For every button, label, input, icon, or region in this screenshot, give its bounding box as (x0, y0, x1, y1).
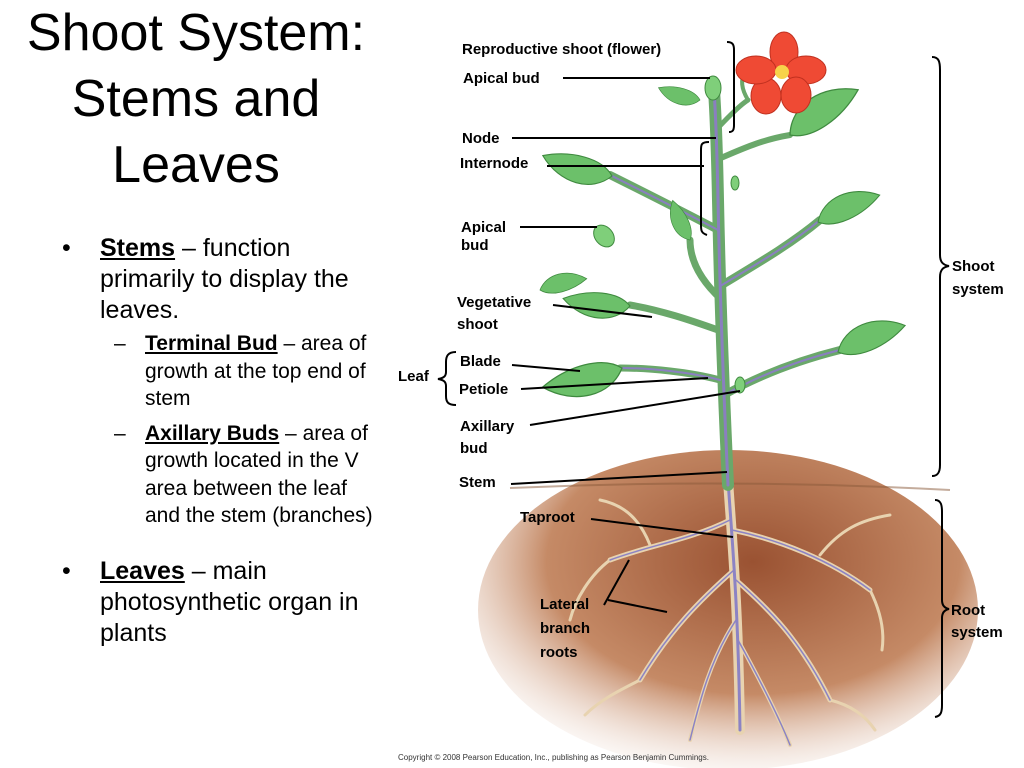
sub-bullet-list: Terminal Bud – area of growth at the top… (100, 330, 380, 530)
label-shoot-system: Shoot system (952, 258, 1004, 298)
brackets (437, 41, 950, 718)
label-lateral-roots-line2: branch (540, 620, 590, 637)
label-root-system: Root system (951, 602, 1003, 641)
label-shoot-system-line2: system (952, 281, 1004, 298)
label-blade: Blade (460, 353, 501, 370)
label-apical-bud-top: Apical bud (463, 70, 540, 87)
term-stems: Stems (100, 234, 176, 262)
root-system-drawing (568, 475, 892, 747)
soil (478, 450, 978, 768)
label-lateral-roots-line1: Lateral (540, 596, 589, 613)
buds-drawing (593, 75, 746, 394)
axillary-buds-definition: – area of growth located in the V area b… (145, 421, 373, 528)
plant-diagram: Reproductive shoot (flower) Apical bud N… (398, 31, 1004, 768)
slide-title: Shoot System: Stems and Leaves (0, 0, 392, 198)
sub-bullet-terminal-bud: Terminal Bud – area of growth at the top… (100, 330, 380, 413)
bullet-stems: Stems – function primarily to display th… (60, 233, 380, 530)
label-axillary-bud-line2: bud (460, 440, 488, 457)
label-taproot: Taproot (520, 509, 575, 526)
label-node: Node (462, 130, 500, 147)
label-axillary-bud-line1: Axillary (460, 418, 515, 435)
term-terminal-bud: Terminal Bud (145, 332, 278, 355)
label-vegetative-shoot-line1: Vegetative (457, 294, 531, 311)
leader-lines (510, 77, 741, 613)
label-petiole: Petiole (459, 381, 508, 398)
label-lateral-roots-line3: roots (540, 644, 578, 661)
title-line-1: Shoot System: (26, 4, 366, 62)
label-lateral-roots: Lateral branch roots (540, 596, 594, 661)
bullet-leaves: Leaves – main photosynthetic organ in pl… (60, 556, 380, 649)
label-internode: Internode (460, 155, 528, 172)
stem-drawing (606, 84, 844, 491)
label-reproductive-shoot: Reproductive shoot (flower) (462, 41, 661, 58)
title-line-3: Leaves (112, 136, 280, 194)
label-vegetative-shoot-line2: shoot (457, 316, 498, 333)
label-shoot-system-line1: Shoot (952, 258, 995, 275)
label-apical-bud-mid-line2: bud (461, 237, 489, 254)
label-apical-bud-mid-line1: Apical (461, 219, 506, 236)
stems-definition: – function primarily to display the leav… (100, 234, 349, 324)
flower-drawing (735, 31, 827, 115)
copyright-notice: Copyright © 2008 Pearson Education, Inc.… (398, 753, 709, 762)
label-axillary-bud: Axillary bud (460, 418, 518, 457)
term-leaves: Leaves (100, 556, 185, 585)
label-leaf: Leaf (398, 368, 430, 385)
bullet-list: Stems – function primarily to display th… (60, 233, 380, 669)
label-root-system-line2: system (951, 624, 1003, 641)
title-line-2: Stems and (71, 70, 321, 128)
term-axillary-buds: Axillary Buds (145, 421, 280, 445)
sub-bullet-axillary-buds: Axillary Buds – area of growth located i… (100, 420, 380, 530)
label-stem: Stem (459, 474, 496, 491)
leaves-definition: – main photosynthetic organ in plants (100, 556, 359, 647)
label-vegetative-shoot: Vegetative shoot (457, 294, 535, 333)
label-apical-bud-mid: Apical bud (461, 219, 510, 254)
label-root-system-line1: Root (951, 602, 985, 619)
terminal-bud-definition: – area of growth at the top end of stem (145, 332, 367, 410)
